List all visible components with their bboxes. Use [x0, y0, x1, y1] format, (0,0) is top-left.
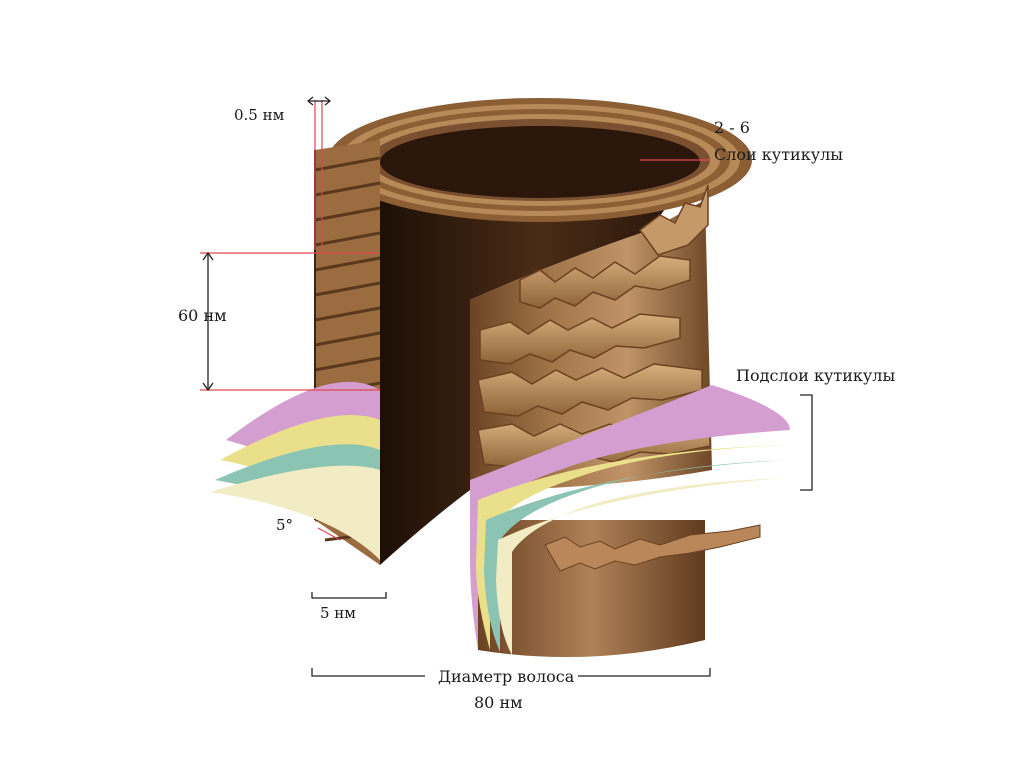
period-label: 60 нм — [178, 306, 227, 325]
step-label: 5 нм — [320, 604, 356, 622]
layer-thickness-label: 0.5 нм — [234, 106, 284, 124]
angle-label: 5° — [276, 516, 293, 534]
cuticle-layers-label: Слои кутикулы — [714, 145, 843, 164]
diameter-label: Диаметр волоса — [438, 667, 574, 686]
sublayers-label: Подслои кутикулы — [736, 366, 895, 385]
layers-count-label: 2 - 6 — [714, 118, 750, 137]
diameter-value-label: 80 нм — [474, 693, 523, 712]
